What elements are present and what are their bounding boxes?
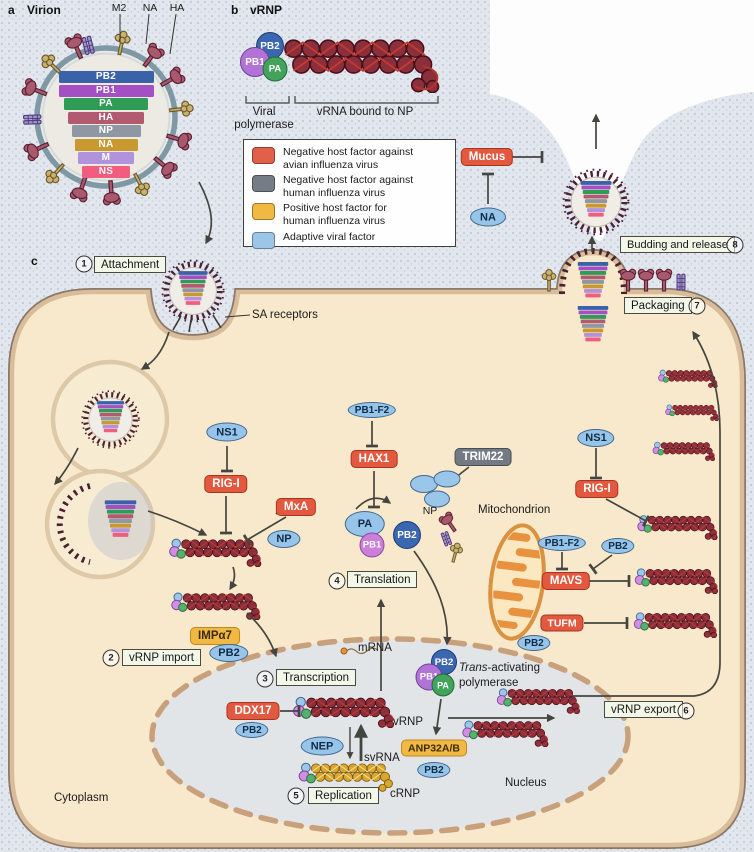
step-8-number: 8: [726, 236, 744, 254]
m2-label: M2: [111, 2, 127, 15]
rig-i-box-right: RIG-I: [575, 480, 619, 498]
pb2-ellipse-mito: PB2: [517, 635, 551, 651]
segment-pa: PA: [64, 98, 148, 110]
pb2-ellipse-right: PB2: [601, 538, 635, 554]
step-vrnp-import: vRNP import: [122, 649, 201, 666]
step-5-number: 5: [287, 787, 305, 805]
mucus-funnel: [490, 0, 754, 241]
endosome-icon: [50, 359, 170, 479]
vrna-bound-label: vRNA bound to NP: [316, 106, 414, 118]
cytoplasm-label: Cytoplasm: [54, 792, 109, 804]
step-attachment: Attachment: [94, 256, 167, 273]
ha-label: HA: [169, 2, 185, 15]
hax1-box: HAX1: [350, 450, 398, 468]
rig-i-box-left: RIG-I: [204, 475, 248, 493]
pb1-circle: PB1: [359, 532, 385, 558]
anp32-box: ANP32A/B: [401, 739, 467, 757]
na-ellipse: NA: [470, 207, 506, 227]
nep-ellipse: NEP: [300, 736, 344, 756]
mavs-box: MAVS: [541, 572, 591, 590]
mucus-box: Mucus: [460, 148, 514, 166]
mitochondrion-label: Mitochondrion: [478, 504, 551, 516]
bracket: [245, 96, 439, 104]
segment-pb1: PB1: [58, 84, 154, 97]
legend-swatch-human: [252, 175, 275, 193]
trans-pb2-circle: PB2: [431, 649, 457, 675]
nucleus-label: Nucleus: [505, 777, 547, 789]
fusing-endosome-icon: [44, 468, 156, 580]
panel-a-title: Virion: [27, 3, 61, 17]
vrnp-diagram: [245, 39, 440, 104]
inhibition-lines: [220, 151, 651, 717]
panel-c-index: c: [31, 254, 38, 268]
segment-ha: HA: [68, 111, 144, 124]
ns1-ellipse-left: NS1: [206, 422, 248, 442]
step-7-number: 7: [688, 297, 706, 315]
tufm-box: TUFM: [540, 614, 584, 632]
viral-polymerase-label-1: Viral: [252, 106, 276, 118]
panel-a-index: a: [8, 3, 15, 17]
step-2-number: 2: [102, 649, 120, 667]
pb1-f2-ellipse-right: PB1-F2: [537, 535, 587, 551]
pa-subunit: PA: [262, 56, 288, 82]
pa-ellipse: PA: [344, 511, 386, 537]
step-budding-release: Budding and release: [620, 236, 735, 253]
viral-polymerase-label-2: polymerase: [234, 119, 294, 131]
legend-item: Adaptive viral factor: [252, 231, 447, 249]
ns1-ellipse-right: NS1: [577, 429, 615, 447]
step-4-number: 4: [328, 572, 346, 590]
crnp-label: cRNP: [390, 788, 421, 800]
pb2-ellipse-anp: PB2: [417, 762, 451, 778]
step-6-number: 6: [677, 702, 695, 720]
pb2-ellipse-ddx: PB2: [235, 722, 269, 738]
panel-b-title: vRNP: [250, 3, 283, 17]
np-trio-label: NP: [422, 505, 438, 518]
trans-pa-circle: PA: [431, 673, 455, 697]
panel-b-index: b: [231, 3, 239, 17]
np-molecule: [433, 470, 461, 488]
nucleus: [149, 636, 631, 836]
mrna-label: mRNA: [358, 642, 392, 654]
step-transcription: Transcription: [276, 669, 357, 686]
attaching-virion-icon: [162, 260, 223, 333]
segment-m: M: [78, 152, 134, 164]
legend-swatch-positive: [252, 203, 275, 221]
trans-activating-label-2: polymerase: [459, 677, 519, 689]
pointer-lines: [119, 13, 251, 318]
step-vrnp-export: vRNP export: [604, 701, 683, 718]
segment-ns: NS: [82, 165, 130, 178]
legend-swatch-adaptive: [252, 231, 275, 249]
step-packaging: Packaging: [624, 297, 692, 314]
imp-a7-box: IMPα7: [190, 627, 240, 645]
pb2-ellipse-imp: PB2: [209, 644, 249, 662]
mrna-icon: [340, 647, 379, 655]
np-molecule: [424, 490, 450, 508]
segment-pb2: PB2: [58, 71, 154, 83]
sa-receptor-icon: [172, 314, 222, 333]
vrnp-label: vRNP: [393, 716, 424, 728]
legend-swatch-avian: [252, 147, 275, 164]
na-label: NA: [142, 2, 158, 15]
trim22-box: TRIM22: [454, 448, 512, 466]
segment-np: NP: [71, 125, 141, 137]
mxa-box: MxA: [275, 498, 317, 516]
step-1-number: 1: [75, 255, 93, 273]
step-replication: Replication: [308, 787, 379, 804]
step-translation: Translation: [347, 571, 418, 588]
svrna-label: svRNA: [364, 752, 400, 764]
pb1-f2-ellipse-mid: PB1-F2: [347, 402, 397, 418]
ddx17-box: DDX17: [226, 702, 280, 720]
segment-na: NA: [74, 138, 138, 151]
sa-receptors-label: SA receptors: [252, 309, 318, 321]
pb2-circle: PB2: [393, 521, 421, 549]
np-ellipse-mxa: NP: [267, 530, 301, 548]
trans-activating-label: Trans-activating: [459, 662, 540, 674]
step-3-number: 3: [256, 670, 274, 688]
